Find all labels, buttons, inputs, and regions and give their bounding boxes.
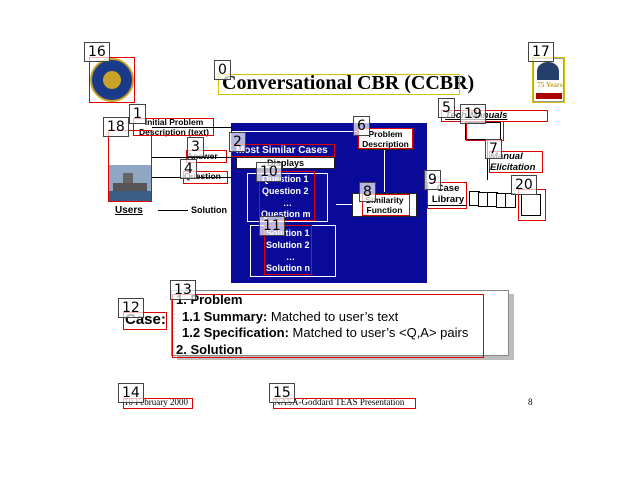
page-title: Conversational CBR (CCBR): [222, 72, 475, 94]
users-label: Users: [115, 205, 143, 216]
case-solution: 2. Solution: [176, 342, 243, 357]
ship-icon: [537, 62, 559, 80]
arrow-answer: [152, 157, 232, 158]
problem-description-label: Problem Description: [362, 129, 409, 149]
tag-19: 19: [460, 104, 486, 124]
solution-label: Solution: [191, 205, 227, 215]
tag-17: 17: [528, 42, 554, 62]
box-0: [218, 74, 460, 95]
arrow-left: [336, 204, 352, 205]
solution-2: Solution 2: [266, 240, 310, 250]
users-ship-image: [109, 165, 151, 201]
navy-seal-logo: [90, 58, 134, 102]
page-number: 8: [528, 397, 533, 407]
box-16: [89, 57, 135, 103]
question-m: Question m: [261, 209, 311, 219]
box-14: [123, 398, 193, 409]
box-8: [362, 194, 410, 216]
footer-event: NASA-Goddard TEAS Presentation: [274, 397, 405, 407]
tag-14: 14: [118, 383, 144, 403]
box-11: [264, 225, 312, 275]
box-19: [466, 121, 504, 141]
displays-label: Displays: [267, 158, 305, 168]
document-icon: [505, 193, 516, 208]
ship-hull: [113, 183, 147, 191]
eagle-icon: [103, 71, 121, 89]
question-2: Question 2: [262, 186, 309, 196]
box-6: [358, 128, 413, 149]
case-specification: 1.2 Specification: Matched to user’s <Q,…: [182, 325, 468, 340]
case-summary-key: 1.1 Summary:: [182, 309, 268, 324]
displays-box: Displays: [236, 157, 335, 169]
tag-5: 5: [438, 98, 455, 118]
tag-2: 2: [229, 132, 246, 152]
arrow-down: [384, 150, 385, 192]
tag-8: 8: [359, 182, 376, 202]
case-summary: 1.1 Summary: Matched to user’s text: [182, 309, 398, 324]
arrow-library-to-panel: [427, 205, 467, 206]
case-library-label: Case Library: [431, 183, 465, 205]
tag-18: 18: [103, 117, 129, 137]
manual-elicitation-label: Manual Elicitation: [490, 151, 536, 173]
arrow-to-users: [158, 210, 188, 211]
box-3: [186, 150, 227, 163]
tag-3: 3: [187, 137, 204, 157]
tag-7: 7: [485, 139, 502, 159]
footer-date: 10 February 2000: [124, 397, 188, 407]
arrow-initial-problem: [152, 127, 232, 128]
sea: [109, 191, 151, 201]
tag-13: 13: [170, 280, 196, 300]
case-specification-key: 1.2 Specification:: [182, 325, 289, 340]
tag-0: 0: [214, 60, 231, 80]
case-card: [171, 290, 509, 356]
box-15: [273, 398, 416, 409]
tag-16: 16: [84, 42, 110, 62]
box-18: [108, 130, 152, 202]
question-label: Question: [184, 171, 221, 181]
solution-ellipsis: …: [286, 252, 295, 262]
anniversary-badge: 75 Years: [533, 58, 564, 102]
solution-n: Solution n: [266, 263, 310, 273]
tag-6: 6: [353, 116, 370, 136]
tag-11: 11: [259, 216, 285, 236]
question-ellipsis: …: [283, 198, 292, 208]
box-9: [427, 182, 467, 209]
panel-top-arrow: [232, 131, 357, 132]
tag-4: 4: [180, 159, 197, 179]
solution-1: Solution 1: [266, 228, 310, 238]
box-17: [532, 57, 565, 103]
case-specification-value: Matched to user’s <Q,A> pairs: [288, 325, 469, 340]
tag-1: 1: [129, 104, 146, 124]
badge-stripe: [536, 93, 562, 99]
box-7: [489, 151, 543, 173]
case-summary-value: Matched to user’s text: [267, 309, 399, 324]
box-10: [259, 171, 315, 221]
tag-9: 9: [424, 170, 441, 190]
box-13: [172, 294, 484, 358]
box-12: [123, 312, 167, 330]
tag-20: 20: [511, 175, 537, 195]
arrow-manuals-down: [487, 140, 488, 180]
initial-problem-label: Initial Problem Description (text): [139, 117, 209, 137]
most-similar-cases-label: Most Similar Cases: [236, 145, 328, 156]
tag-15: 15: [269, 383, 295, 403]
similarity-function-label: Similarity Function: [365, 195, 404, 215]
years-badge-text: 75 Years: [537, 81, 563, 89]
question-1: Question 1: [262, 174, 309, 184]
ship-mast: [123, 173, 133, 183]
tag-10: 10: [256, 162, 282, 182]
tag-12: 12: [118, 298, 144, 318]
box-2: [231, 144, 335, 157]
